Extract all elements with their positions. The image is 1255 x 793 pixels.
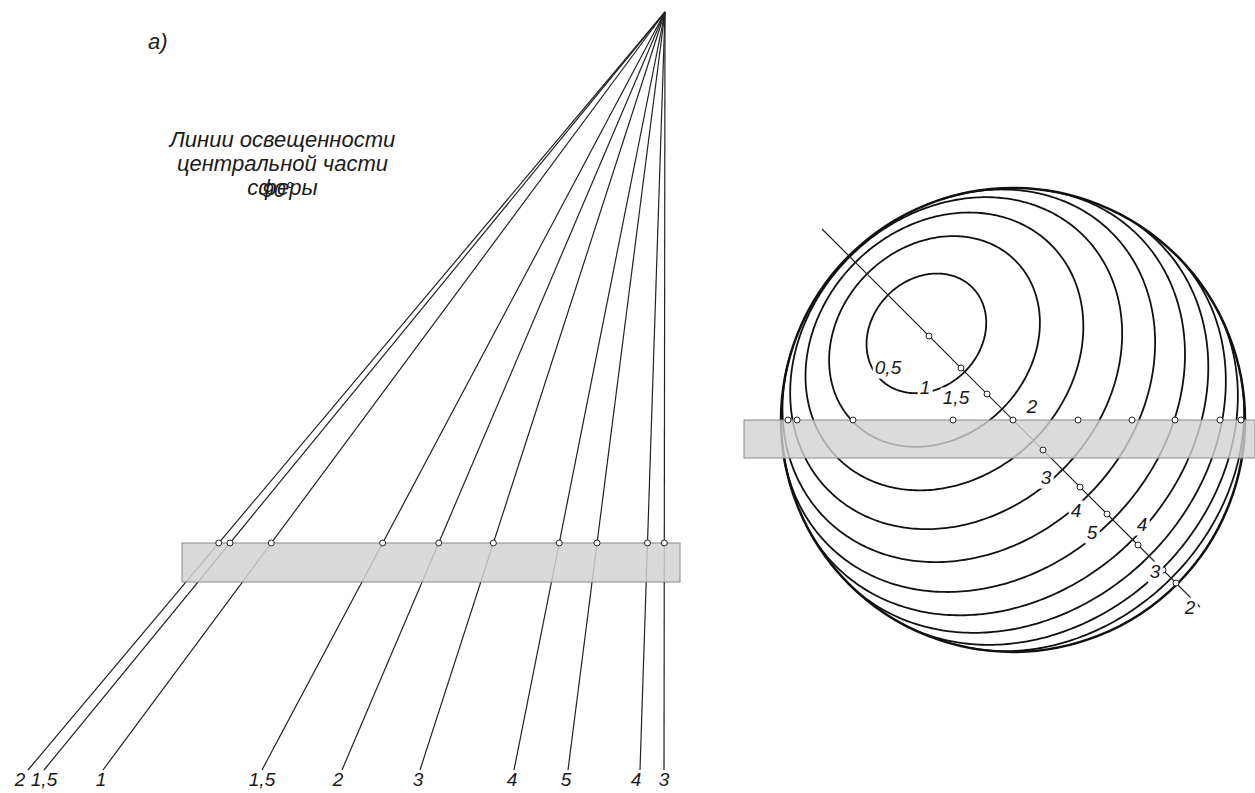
point-marker bbox=[436, 540, 442, 546]
point-marker bbox=[594, 540, 600, 546]
scale-number: 5 bbox=[559, 769, 574, 790]
figure-letter: а) bbox=[148, 30, 168, 54]
isoline-number: 3 bbox=[1148, 562, 1163, 583]
point-marker bbox=[1173, 580, 1179, 586]
illumination-isoline bbox=[807, 214, 1209, 616]
isoline-number: 2 bbox=[1025, 397, 1040, 418]
point-marker bbox=[1040, 447, 1046, 453]
isoline-number: 4 bbox=[1135, 515, 1150, 536]
point-marker bbox=[1077, 484, 1083, 490]
point-marker bbox=[785, 417, 791, 423]
point-marker bbox=[1010, 417, 1016, 423]
point-marker bbox=[490, 540, 496, 546]
fan-line bbox=[44, 12, 665, 770]
illumination-isoline bbox=[971, 378, 1244, 651]
scale-number: 1,5 bbox=[29, 769, 59, 790]
point-marker bbox=[950, 417, 956, 423]
scale-number: 3 bbox=[411, 769, 426, 790]
point-marker bbox=[1135, 542, 1141, 548]
point-marker bbox=[268, 540, 274, 546]
point-marker bbox=[1172, 417, 1178, 423]
point-marker bbox=[1238, 417, 1244, 423]
point-marker bbox=[556, 540, 562, 546]
point-marker bbox=[380, 540, 386, 546]
point-marker bbox=[1129, 417, 1135, 423]
fan-line bbox=[28, 12, 665, 770]
fan-line bbox=[103, 12, 665, 770]
point-marker bbox=[926, 333, 932, 339]
light-axis bbox=[822, 229, 1200, 607]
scale-number: 2 bbox=[13, 769, 28, 790]
point-marker bbox=[644, 540, 650, 546]
point-marker bbox=[661, 540, 667, 546]
isoline-number: 0,5 bbox=[873, 358, 903, 379]
scale-number: 4 bbox=[629, 769, 644, 790]
fan-line bbox=[640, 12, 665, 770]
fan-line bbox=[664, 12, 665, 770]
isoline-number: 2 bbox=[1183, 598, 1198, 619]
scale-number: 2 bbox=[331, 769, 346, 790]
scale-number: 1 bbox=[94, 769, 109, 790]
scale-number: 4 bbox=[505, 769, 520, 790]
fan-lines bbox=[28, 12, 680, 770]
gray-band bbox=[744, 420, 1255, 458]
angle-label: 90° bbox=[262, 178, 294, 201]
point-marker bbox=[984, 391, 990, 397]
isoline-number: 4 bbox=[1069, 501, 1084, 522]
sphere-outline bbox=[781, 188, 1245, 652]
scale-number: 3 bbox=[657, 769, 672, 790]
point-marker bbox=[1075, 417, 1081, 423]
point-marker bbox=[850, 417, 856, 423]
scale-number: 1,5 bbox=[247, 769, 277, 790]
isoline-number: 3 bbox=[1039, 468, 1054, 489]
point-marker bbox=[216, 540, 222, 546]
point-marker bbox=[1104, 511, 1110, 517]
point-marker bbox=[958, 365, 964, 371]
isoline-number: 1 bbox=[918, 378, 933, 399]
isoline-number: 5 bbox=[1085, 523, 1100, 544]
point-marker bbox=[794, 417, 800, 423]
sphere bbox=[744, 188, 1255, 652]
fan-line bbox=[420, 12, 665, 770]
fan-line bbox=[342, 12, 665, 770]
point-marker bbox=[1217, 417, 1223, 423]
fan-line bbox=[514, 12, 665, 770]
gray-band bbox=[182, 543, 680, 582]
isoline-number: 1,5 bbox=[941, 388, 971, 409]
fan-line bbox=[262, 12, 665, 770]
point-marker bbox=[227, 540, 233, 546]
fan-line bbox=[568, 12, 665, 770]
